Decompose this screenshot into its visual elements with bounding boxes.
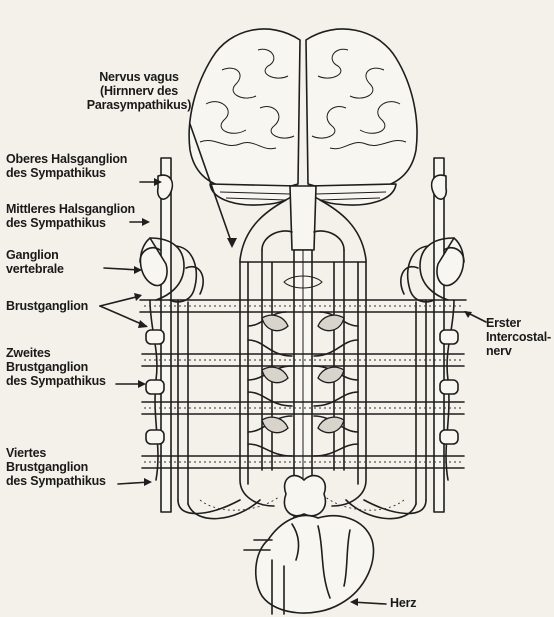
right-sympathetic-chain (401, 158, 464, 512)
pointer-brustganglion-1 (100, 296, 140, 306)
cerebellum-left (210, 184, 298, 205)
label-oberes-halsganglion: Oberes Halsganglion des Sympathikus (6, 152, 127, 180)
pointer-brustganglion-2 (100, 306, 146, 326)
heart-body (256, 515, 374, 613)
brainstem (290, 186, 316, 250)
heart (244, 476, 374, 614)
label-ganglion-vertebrale: Ganglion vertebrale (6, 248, 64, 276)
left-sympathetic-chain (140, 158, 203, 512)
label-erster-intercostalnerv: Erster Intercostal- nerv (486, 316, 551, 358)
label-nervus-vagus: Nervus vagus (Hirnnerv des Parasympathik… (84, 70, 194, 112)
label-zweites-brustganglion: Zweites Brustganglion des Sympathikus (6, 346, 106, 388)
label-brustganglion: Brustganglion (6, 299, 88, 313)
label-mittleres-halsganglion: Mittleres Halsganglion des Sympathikus (6, 202, 135, 230)
cerebellum-right (308, 184, 396, 205)
brain-right-hemisphere (306, 29, 417, 190)
brain-left-hemisphere (189, 29, 300, 190)
label-viertes-brustganglion: Viertes Brustganglion des Sympathikus (6, 446, 106, 488)
label-herz: Herz (390, 596, 416, 610)
